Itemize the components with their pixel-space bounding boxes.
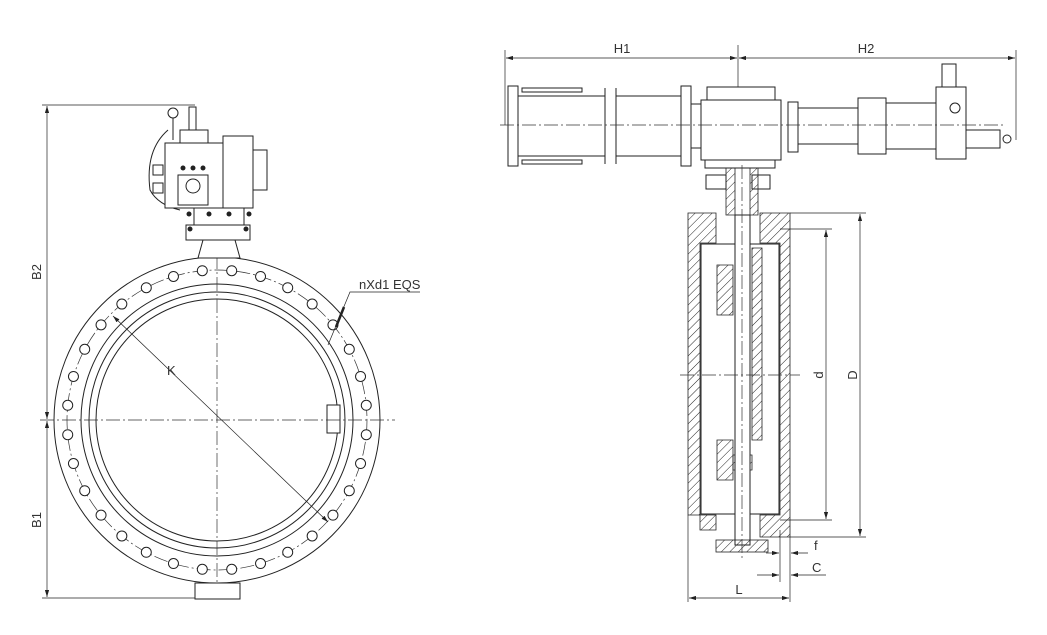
f-label: f (814, 538, 818, 553)
valve-port (177, 174, 209, 206)
bolt-hole (67, 458, 79, 470)
bolt-hole (226, 563, 238, 575)
solenoid (941, 63, 957, 88)
end-cap-ball (1002, 134, 1012, 144)
piston-rod-housing (797, 107, 859, 145)
yoke-flange (705, 174, 727, 190)
disc-section (716, 439, 734, 481)
bolt-hole (79, 343, 91, 355)
bolt-hole (343, 485, 355, 497)
bolt-hole (282, 282, 294, 294)
cylinder-end-cap (507, 85, 519, 167)
l-label: L (735, 582, 742, 597)
bolt-hole (116, 530, 128, 542)
bolt-hole (196, 563, 208, 575)
adapter (193, 206, 245, 226)
D-label: D (845, 370, 860, 379)
bolt-hole-leader (327, 291, 420, 346)
neck (197, 239, 241, 259)
bolt-hole (167, 270, 179, 282)
control-block (935, 86, 967, 160)
bolt-hole (167, 558, 179, 570)
body-right-section (759, 212, 791, 538)
stem-housing-right (749, 167, 759, 216)
bottom-lug (194, 582, 241, 600)
shaft (734, 214, 751, 546)
bolt-hole (95, 319, 107, 331)
bolt-hole (343, 343, 355, 355)
stem-housing-left (725, 167, 736, 216)
k-dimension (112, 315, 329, 523)
bolt-hole (255, 558, 267, 570)
block-fitting (949, 102, 961, 114)
bolt-hole (282, 546, 294, 558)
d-label: d (811, 371, 826, 378)
end-fitting (965, 129, 1001, 149)
bolt-hole (360, 399, 372, 411)
b2-label: B2 (29, 264, 44, 280)
disc-section (716, 264, 734, 316)
side-view: H1 H2 (500, 41, 1017, 602)
bolt-hole (95, 509, 107, 521)
side-fitting (152, 182, 164, 194)
gearbox (222, 135, 254, 209)
tie-rod (521, 87, 583, 93)
h1-label: H1 (614, 41, 631, 56)
bolt-hole (355, 458, 367, 470)
bolt-hole (79, 485, 91, 497)
cylinder-flange (680, 85, 692, 167)
spacer (690, 103, 702, 149)
bolt-hole (62, 429, 74, 441)
k-label: K (167, 363, 176, 378)
mounting-flange (185, 224, 251, 241)
h2-label: H2 (858, 41, 875, 56)
pressure-gauge-icon (167, 107, 179, 119)
front-view: B2 B1 K nXd1 EQS (29, 104, 421, 600)
bolt-hole (67, 370, 79, 382)
side-fitting (152, 164, 164, 176)
bolt-hole (226, 265, 238, 277)
motor-cover (252, 149, 268, 191)
cylinder-left (517, 95, 606, 157)
right-cylinder-flange (857, 97, 887, 155)
bolt-hole (360, 429, 372, 441)
bolt-hole (196, 265, 208, 277)
c-label: C (812, 560, 821, 575)
bolt-hole (140, 282, 152, 294)
bolt-hole (62, 399, 74, 411)
bolt-hole (140, 546, 152, 558)
bolt-hole (306, 298, 318, 310)
actuator-bolts (180, 165, 252, 232)
port-circle (185, 178, 201, 194)
vent-fitting (188, 106, 197, 131)
tie-rod (521, 159, 583, 165)
gearbox-base (704, 159, 776, 169)
disc-section (751, 247, 763, 441)
b1-label: B1 (29, 512, 44, 528)
bolt-hole (327, 509, 339, 521)
disc-hub (326, 404, 341, 434)
bolt-holes (62, 265, 372, 575)
right-flange (787, 101, 799, 153)
bolt-hole-arrow (334, 306, 346, 328)
bolt-hole-label: nXd1 EQS (359, 277, 421, 292)
bolt-hole (116, 298, 128, 310)
right-cylinder (885, 102, 937, 150)
gearbox-cover (706, 86, 776, 101)
gearbox-body (700, 99, 782, 161)
actuator-top (179, 129, 209, 144)
cylinder-right (615, 95, 682, 157)
bolt-hole (306, 530, 318, 542)
bolt-hole (355, 370, 367, 382)
bolt-hole (255, 270, 267, 282)
body-left-section (687, 212, 717, 531)
